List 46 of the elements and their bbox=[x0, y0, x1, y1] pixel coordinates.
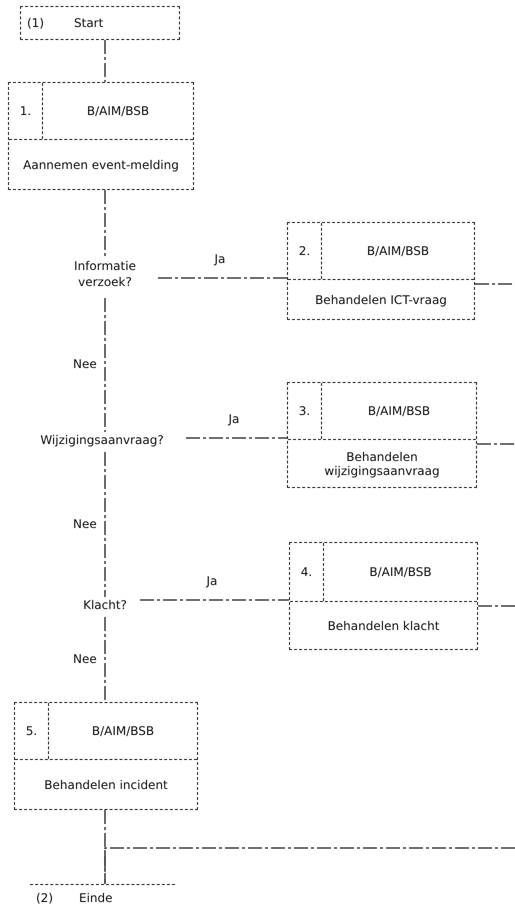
connector-line bbox=[104, 40, 106, 82]
step-number: 4. bbox=[300, 565, 312, 579]
connector-line bbox=[140, 599, 289, 601]
edge-label: Ja bbox=[226, 412, 242, 426]
edge-label: Nee bbox=[71, 652, 99, 666]
connector-line bbox=[104, 452, 106, 597]
edge-label: Nee bbox=[71, 516, 99, 530]
connector-line bbox=[104, 190, 106, 258]
process-box bbox=[289, 542, 478, 650]
role-label: B/AIM/BSB bbox=[92, 724, 154, 738]
edge-label: Nee bbox=[71, 357, 99, 371]
connector-line bbox=[104, 847, 515, 884]
decision-text: Informatie verzoek? bbox=[52, 258, 158, 298]
process-box bbox=[8, 82, 194, 190]
connector-line bbox=[158, 277, 287, 279]
edge-label: Ja bbox=[204, 574, 220, 588]
decision-text: Wijzigingsaanvraag? bbox=[18, 432, 186, 452]
step-number: 2. bbox=[298, 244, 310, 258]
connector-line bbox=[186, 437, 287, 439]
role-label: B/AIM/BSB bbox=[366, 244, 430, 258]
role-label: B/AIM/BSB bbox=[369, 565, 432, 579]
process-label: Behandelen incident bbox=[43, 778, 169, 792]
event-label: Einde bbox=[79, 891, 113, 905]
start-event bbox=[20, 6, 180, 40]
process-label: Behandelen klacht bbox=[326, 618, 440, 632]
process-box bbox=[287, 382, 477, 488]
process-label: Behandelen wijzigingsaanvraag bbox=[323, 450, 441, 478]
event-number: (2) bbox=[36, 891, 53, 905]
process-box bbox=[14, 702, 198, 810]
connector-line bbox=[477, 443, 515, 445]
connector-line bbox=[104, 298, 106, 432]
step-number: 5. bbox=[26, 724, 38, 738]
connector-line bbox=[478, 605, 515, 607]
decision-text: Klacht? bbox=[70, 597, 140, 617]
step-number: 1. bbox=[20, 104, 32, 118]
process-box bbox=[287, 222, 475, 320]
role-label: B/AIM/BSB bbox=[368, 404, 430, 418]
event-label: Start bbox=[74, 16, 104, 30]
connector-line bbox=[475, 283, 515, 285]
event-number: (1) bbox=[27, 16, 44, 30]
edge-label: Ja bbox=[212, 252, 228, 266]
process-label: Aannemen event-melding bbox=[22, 158, 180, 172]
process-label: Behandelen ICT-vraag bbox=[314, 292, 448, 306]
connector-line bbox=[104, 617, 106, 702]
step-number: 3. bbox=[298, 404, 310, 418]
role-label: B/AIM/BSB bbox=[86, 104, 150, 118]
